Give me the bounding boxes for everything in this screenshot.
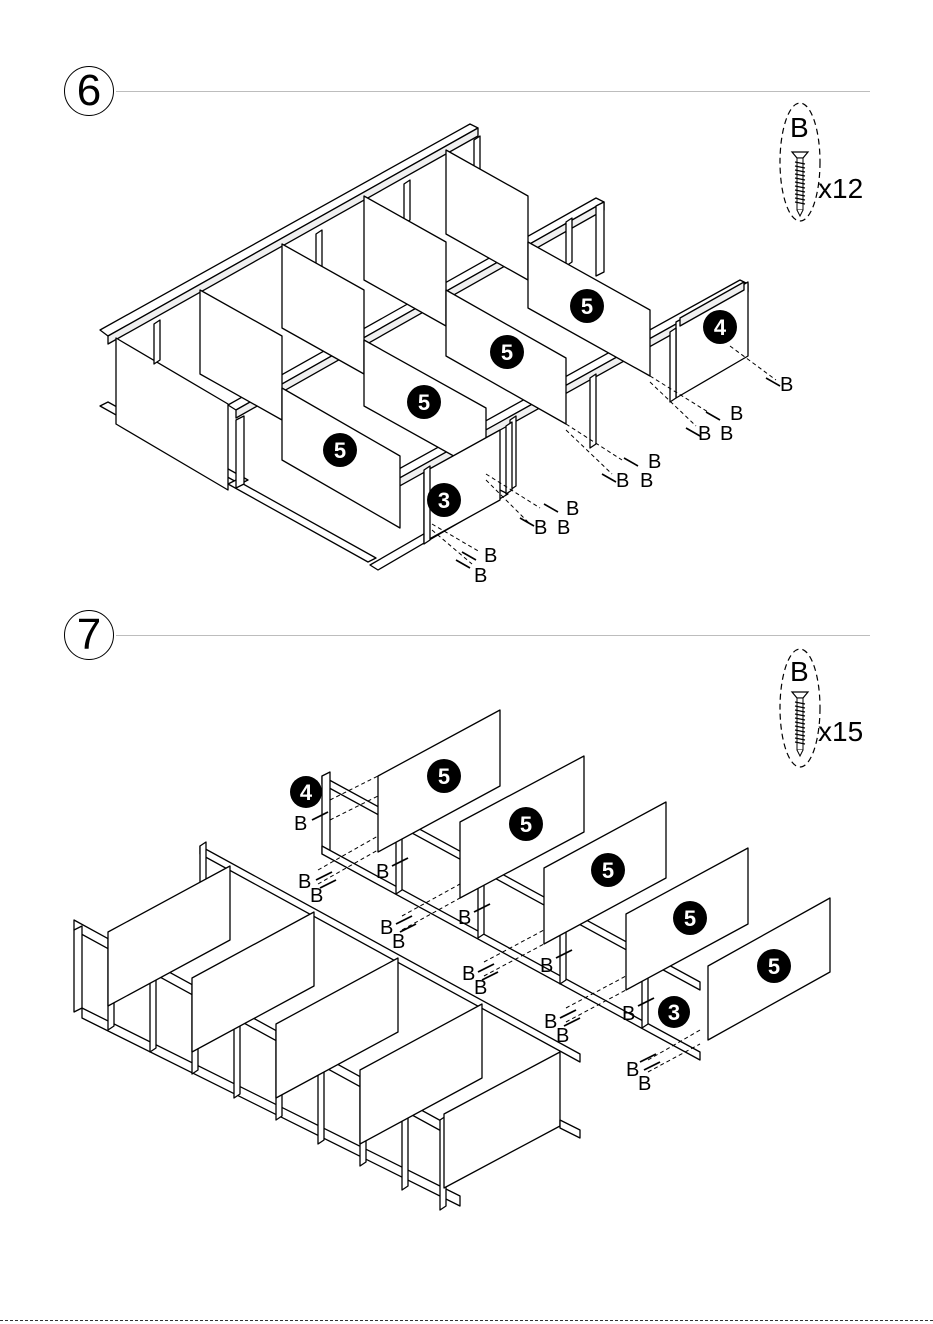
part-number-5: 5 <box>334 438 346 463</box>
screw-label: B <box>557 517 570 539</box>
screw-label: B <box>638 1073 651 1095</box>
screw-label: B <box>616 470 629 492</box>
screw-label: B <box>540 955 553 977</box>
step-divider <box>116 635 870 636</box>
hardware-letter: B <box>790 658 809 686</box>
step-7-assembly-diagram: B B B B B B B B B B B B B B B 4 5 5 5 5 … <box>70 700 840 1220</box>
step-number-circle: 7 <box>64 610 114 660</box>
part-number-5: 5 <box>581 294 593 319</box>
screw-label: B <box>474 565 487 587</box>
part-number-5: 5 <box>602 858 614 883</box>
screw-label: B <box>730 403 743 425</box>
step-number: 7 <box>77 613 101 657</box>
part-number-5: 5 <box>768 954 780 979</box>
screw-label: B <box>556 1025 569 1047</box>
screw-label: B <box>458 907 471 929</box>
screw-label: B <box>294 813 307 835</box>
part-number-3: 3 <box>668 1000 680 1025</box>
screw-label: B <box>622 1003 635 1025</box>
step-number-circle: 6 <box>64 66 114 116</box>
hardware-quantity: x12 <box>818 175 863 203</box>
screw-label: B <box>698 423 711 445</box>
screw-label: B <box>720 423 733 445</box>
screw-label: B <box>376 861 389 883</box>
screw-label: B <box>392 931 405 953</box>
step-6-assembly-diagram: B B B B B B B B B B B B 5 5 5 5 4 3 <box>95 120 795 590</box>
screw-label: B <box>534 517 547 539</box>
screw-label: B <box>310 885 323 907</box>
step-number: 6 <box>77 69 101 113</box>
screw-label: B <box>484 545 497 567</box>
part-number-5: 5 <box>520 812 532 837</box>
part-number-4: 4 <box>300 780 313 805</box>
part-number-5: 5 <box>684 906 696 931</box>
part-number-3: 3 <box>438 488 450 513</box>
step-divider <box>116 91 870 92</box>
part-number-5: 5 <box>501 340 513 365</box>
page-cut-line <box>0 1320 933 1321</box>
part-number-5: 5 <box>438 764 450 789</box>
part-number-5: 5 <box>418 390 430 415</box>
screw-label: B <box>640 470 653 492</box>
screw-label: B <box>780 374 793 396</box>
screw-label: B <box>474 977 487 999</box>
part-number-4: 4 <box>714 315 727 340</box>
